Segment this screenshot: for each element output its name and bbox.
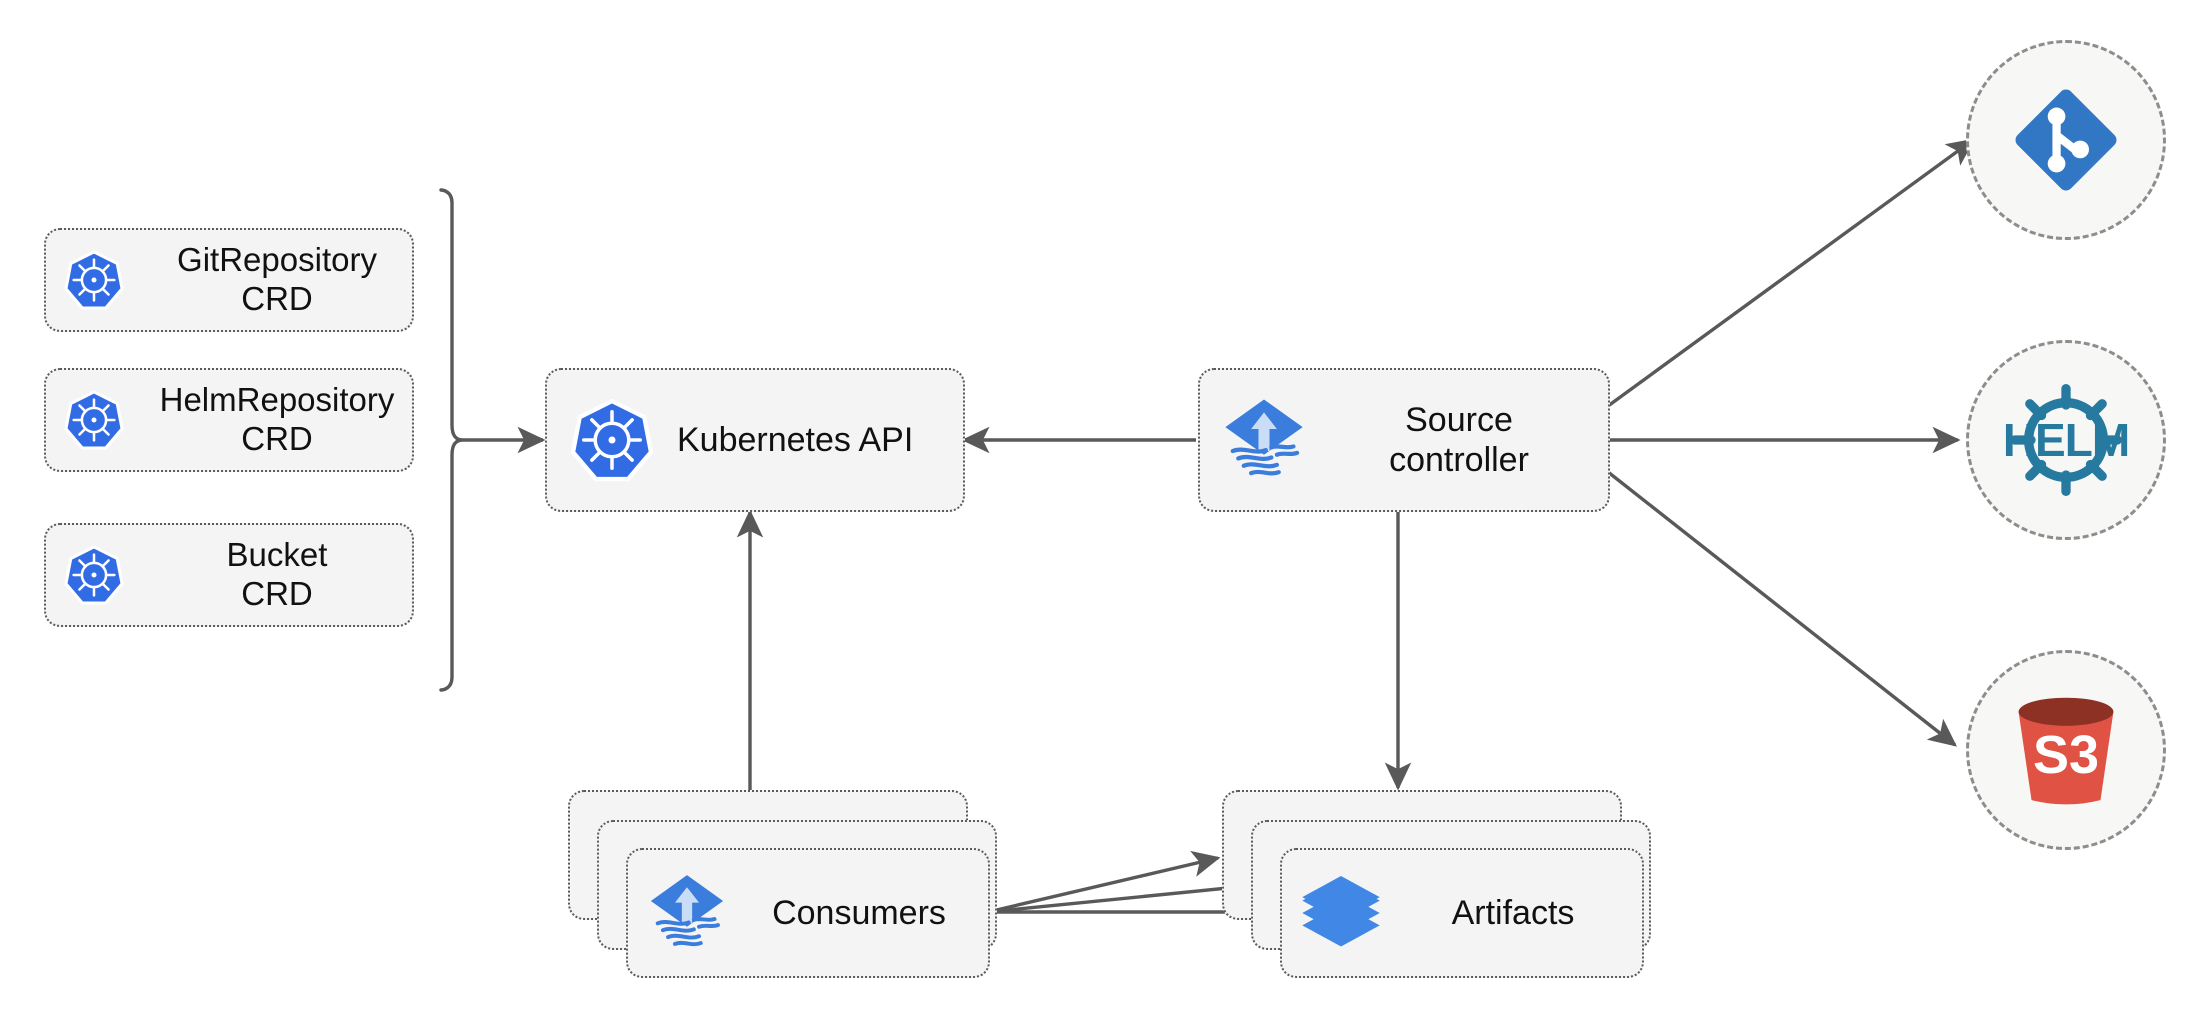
- flux-icon: [1200, 368, 1328, 512]
- edge-consumers-to-artifacts-1: [987, 850, 1221, 914]
- node-label: Consumers: [772, 893, 946, 932]
- crd-label: HelmRepository CRD: [159, 381, 395, 457]
- helm-label: HELM: [2002, 414, 2130, 466]
- endpoint-helm[interactable]: HELM: [1966, 340, 2166, 540]
- flux-icon: [628, 848, 746, 978]
- kubernetes-icon: [547, 368, 677, 512]
- edge-source-to-git: [1606, 138, 1976, 408]
- s3-label: S3: [2032, 725, 2100, 786]
- kubernetes-icon: [46, 228, 142, 332]
- node-label: Artifacts: [1451, 893, 1575, 932]
- node-kubernetes-api[interactable]: Kubernetes API: [545, 368, 965, 512]
- crd-box-helmrepository[interactable]: HelmRepository CRD: [44, 368, 414, 472]
- layers-icon: [1282, 848, 1400, 978]
- helm-icon: HELM: [1996, 370, 2136, 510]
- s3-bucket-icon: S3: [1996, 685, 2136, 815]
- edge-source-to-s3: [1606, 470, 1958, 747]
- kubernetes-icon: [46, 523, 142, 627]
- endpoint-s3[interactable]: S3: [1966, 650, 2166, 850]
- node-source-controller[interactable]: Source controller: [1198, 368, 1610, 512]
- crd-label: Bucket CRD: [226, 536, 328, 612]
- node-label: Kubernetes API: [677, 420, 914, 459]
- crd-label: GitRepository CRD: [177, 241, 377, 317]
- crd-box-gitrepository[interactable]: GitRepository CRD: [44, 228, 414, 332]
- kubernetes-icon: [46, 368, 142, 472]
- endpoint-git[interactable]: [1966, 40, 2166, 240]
- crd-bracket: [439, 188, 464, 692]
- node-consumers[interactable]: Consumers: [626, 848, 990, 978]
- edge-consumers-to-artifacts-2: [987, 875, 1251, 914]
- crd-box-bucket[interactable]: Bucket CRD: [44, 523, 414, 627]
- node-artifacts[interactable]: Artifacts: [1280, 848, 1644, 978]
- node-label: Source controller: [1389, 400, 1529, 479]
- git-icon: [2007, 81, 2125, 199]
